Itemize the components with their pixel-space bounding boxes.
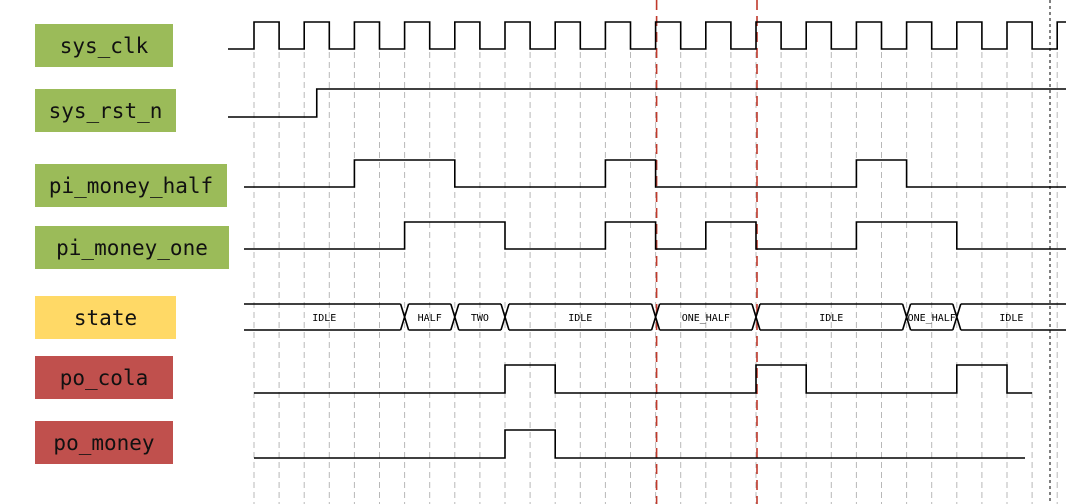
state-transition-cross xyxy=(399,303,410,331)
wave-sys-rst-n xyxy=(228,88,1066,118)
signal-label-pi-money-half: pi_money_half xyxy=(35,164,227,207)
state-segment-label: HALF xyxy=(418,313,442,324)
signal-label-pi-money-one: pi_money_one xyxy=(35,226,229,269)
state-transition-cross xyxy=(650,303,661,331)
state-segment-label: IDLE xyxy=(819,313,843,324)
signal-label-sys-rst-n: sys_rst_n xyxy=(35,89,176,132)
signal-label-po-cola: po_cola xyxy=(35,356,173,399)
wave-po-money xyxy=(254,429,1025,459)
state-segment-label: IDLE xyxy=(568,313,592,324)
signal-label-state: state xyxy=(35,296,176,339)
wave-pi-money-half xyxy=(244,159,1066,188)
state-segment-label: ONE_HALF xyxy=(908,313,956,324)
state-transition-cross xyxy=(450,303,460,331)
state-segment-label: TWO xyxy=(471,313,489,324)
state-transition-cross xyxy=(952,303,962,331)
state-segment-label: IDLE xyxy=(999,313,1023,324)
state-segment-label: ONE_HALF xyxy=(682,313,730,324)
wave-pi-money-one xyxy=(244,221,1066,250)
state-segment-label: IDLE xyxy=(312,313,336,324)
signal-label-po-money: po_money xyxy=(35,421,173,464)
wave-po-cola xyxy=(254,364,1032,394)
state-transition-cross xyxy=(500,303,510,331)
state-transition-cross xyxy=(901,303,912,331)
wave-sys-clk xyxy=(228,21,1066,50)
state-transition-cross xyxy=(751,303,761,331)
signal-label-sys-clk: sys_clk xyxy=(35,24,173,67)
